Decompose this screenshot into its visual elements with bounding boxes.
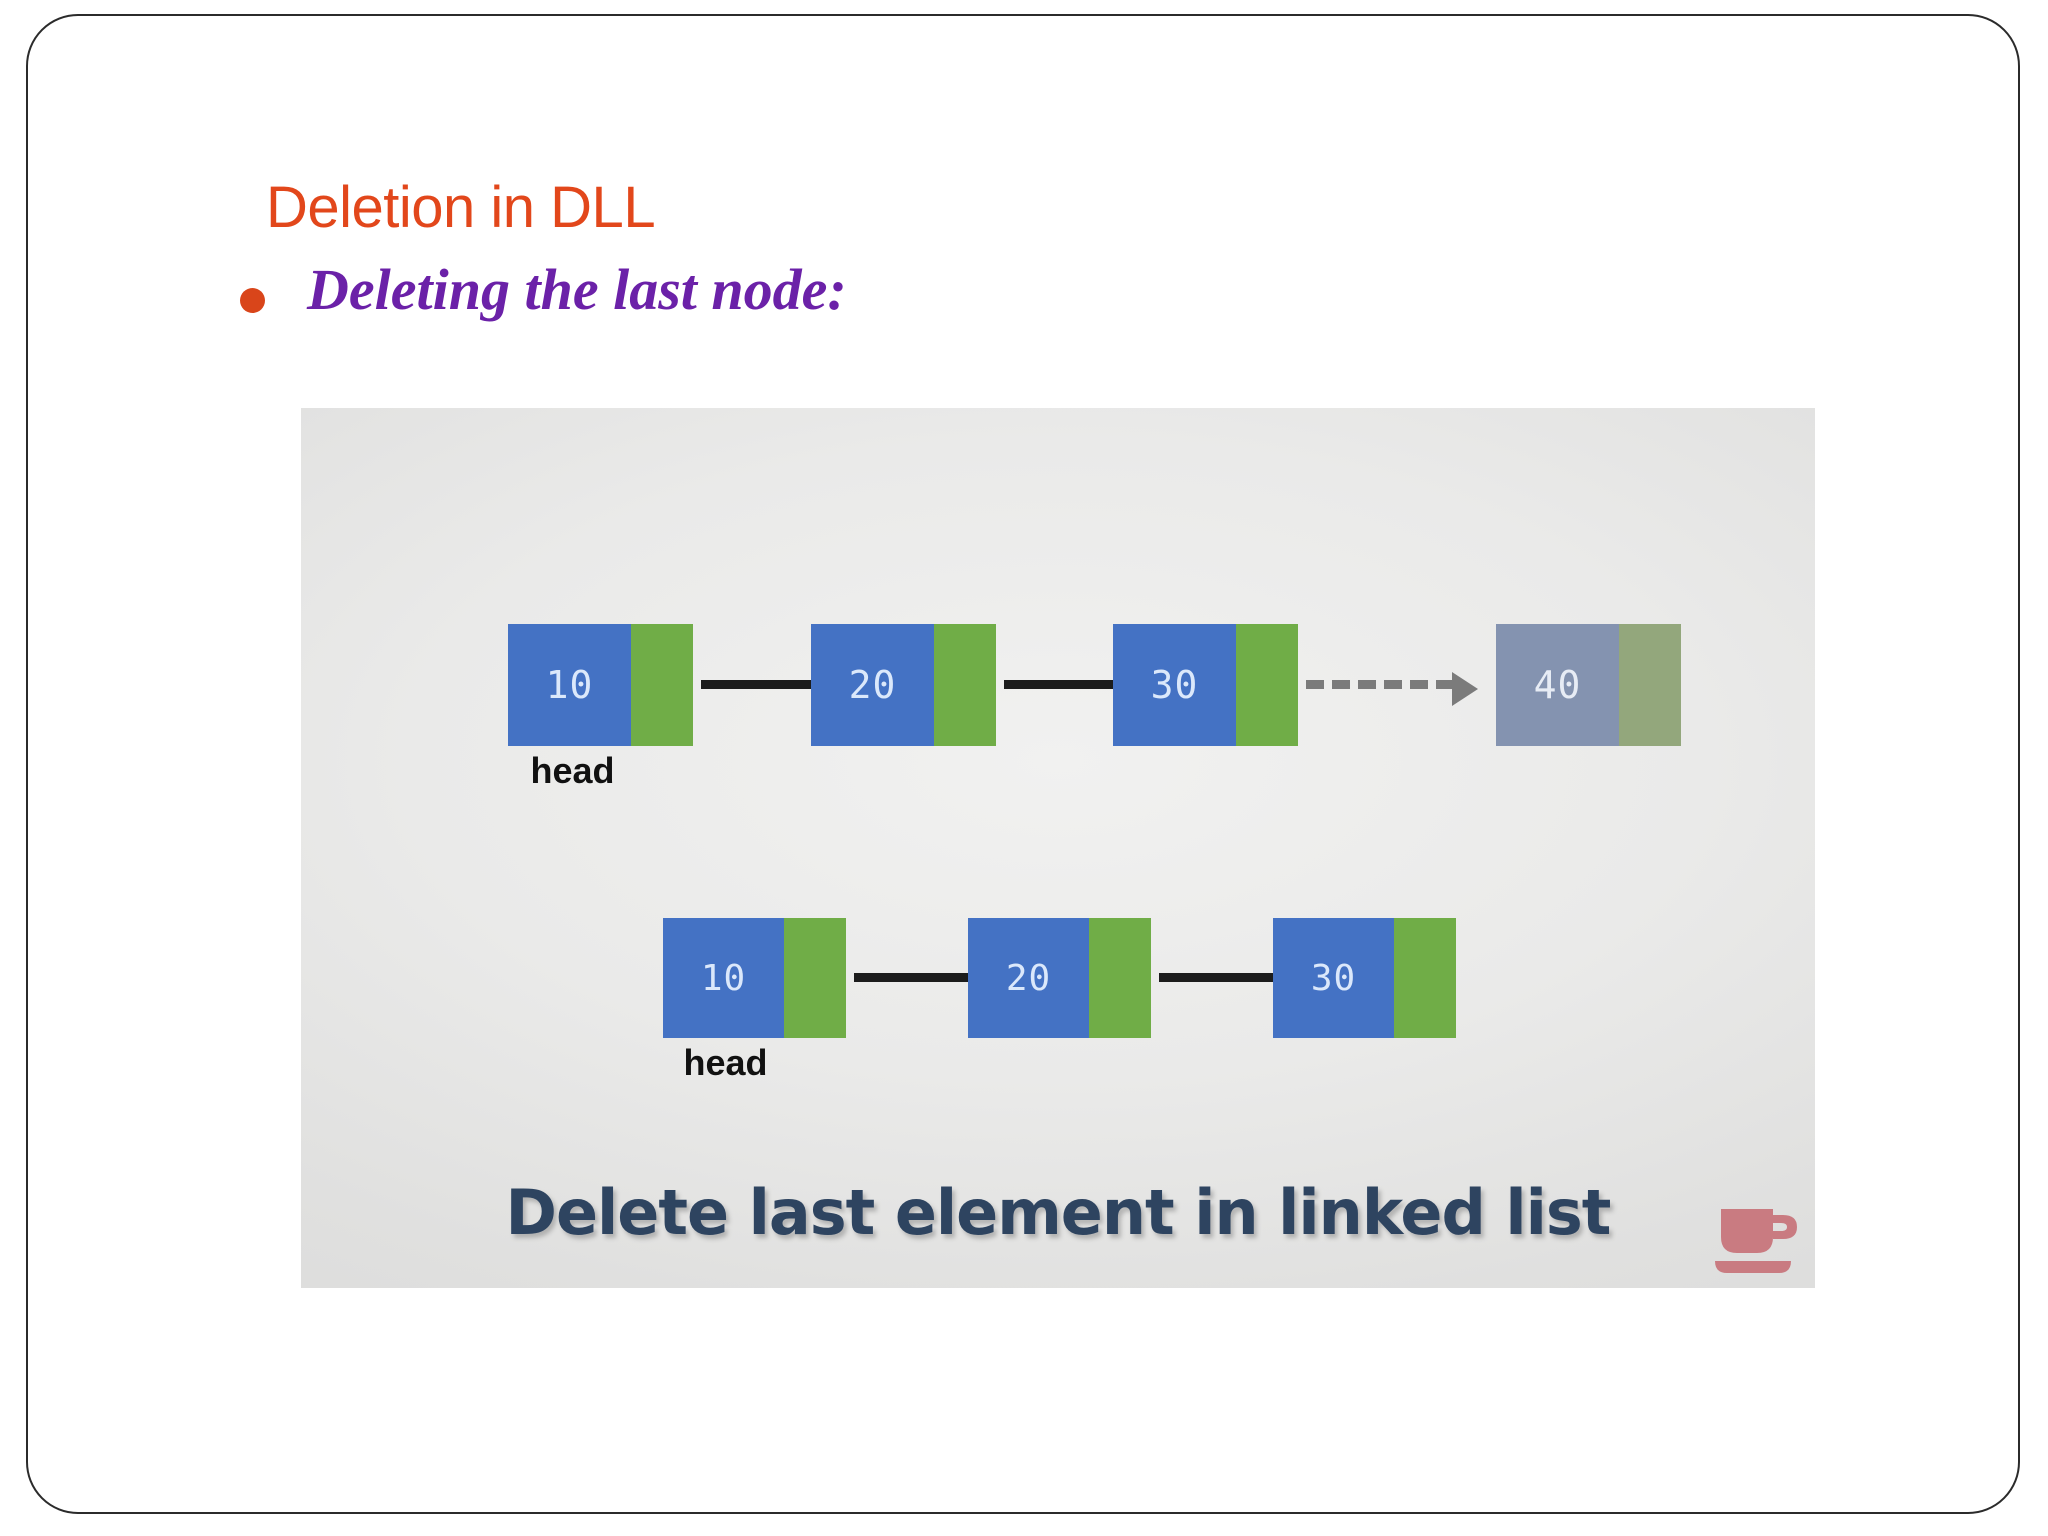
node-value: 30 [1273, 918, 1394, 1038]
bullet-item: Deleting the last node: [240, 258, 847, 322]
head-pointer-label: head [530, 750, 615, 791]
node-value: 30 [1113, 624, 1236, 746]
list-node: 30 [1113, 624, 1298, 746]
deleted-link-arrow [1306, 680, 1454, 689]
list-node-deleted: 40 [1496, 624, 1681, 746]
node-value: 40 [1496, 624, 1619, 746]
node-pointer-cell [1236, 624, 1298, 746]
coffee-cup-icon [1711, 1201, 1807, 1281]
list-node: 20 [811, 624, 996, 746]
page-title: Deletion in DLL [266, 175, 656, 240]
illustration-caption: Delete last element in linked list [505, 1176, 1612, 1249]
node-value: 20 [811, 624, 934, 746]
list-node: 30 [1273, 918, 1456, 1038]
node-pointer-cell [784, 918, 846, 1038]
linked-list-illustration: 10 20 30 40 hea [301, 408, 1815, 1288]
bullet-dot-icon [240, 288, 265, 313]
list-node: 20 [968, 918, 1151, 1038]
list-node: 10 [663, 918, 846, 1038]
node-pointer-cell [1089, 918, 1151, 1038]
node-pointer-cell [1394, 918, 1456, 1038]
node-pointer-cell [631, 624, 693, 746]
bullet-item-label: Deleting the last node: [307, 257, 847, 322]
slide-frame: Deletion in DLL Deleting the last node: … [26, 14, 2020, 1514]
link-arrow [1159, 973, 1281, 982]
node-value: 10 [508, 624, 631, 746]
node-value: 20 [968, 918, 1089, 1038]
node-pointer-cell [1619, 624, 1681, 746]
list-node: 10 [508, 624, 693, 746]
node-value: 10 [663, 918, 784, 1038]
link-arrow [1004, 680, 1154, 689]
link-arrow [701, 680, 851, 689]
link-arrow [854, 973, 976, 982]
head-pointer-label: head [683, 1042, 768, 1083]
node-pointer-cell [934, 624, 996, 746]
